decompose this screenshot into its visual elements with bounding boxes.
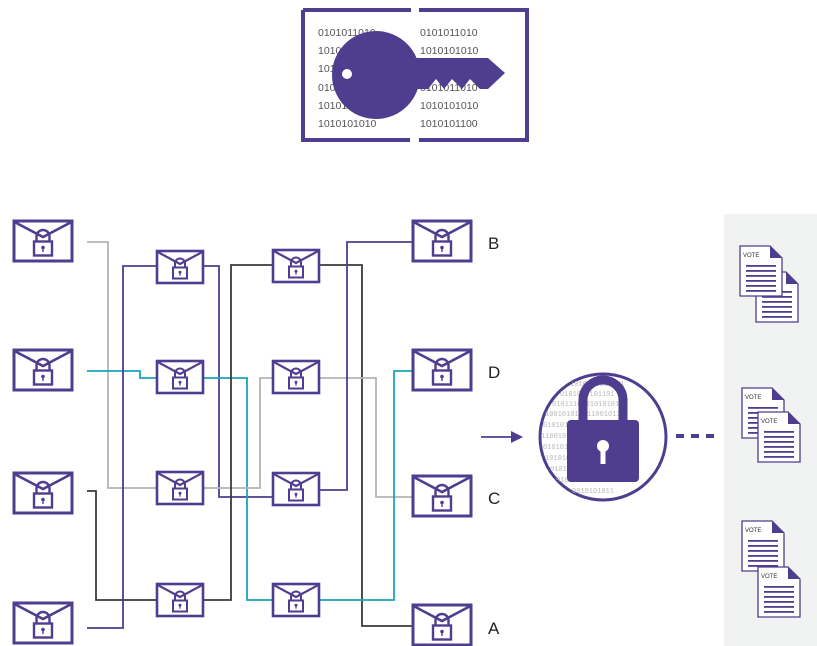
vote-doc-label-2a: VOTE — [745, 395, 761, 401]
key-binary-r0: 0101011010 — [420, 27, 478, 39]
mix-column-1 — [155, 249, 205, 618]
dashes — [676, 434, 714, 438]
vote-doc-2a: VOTE — [741, 387, 785, 439]
link-in4-m2a — [87, 265, 157, 629]
key-binary-r5: 1010101100 — [420, 118, 478, 130]
key-panel: 0101011010 1010101010 1010101010 0101011… — [301, 8, 529, 142]
link-m3c-outB — [319, 241, 413, 491]
vote-doc-pair-3: VOTE VOTE — [741, 520, 801, 618]
vote-doc-pair-1: VOTE — [739, 245, 799, 323]
mixnet-connections — [87, 241, 413, 629]
output-envelopes: B D C A — [411, 219, 500, 646]
vote-doc-pair-2: VOTE VOTE — [741, 387, 801, 463]
link-in1-m2c — [87, 241, 157, 489]
envelope-mix2-a — [271, 248, 321, 284]
lock-binary-10: 0010101011 — [572, 488, 614, 496]
key-binary-r4: 1010101010 — [420, 100, 479, 112]
vote-doc-2b: VOTE — [757, 411, 801, 463]
envelope-output-a — [411, 603, 473, 646]
envelope-input-4 — [12, 601, 74, 645]
link-m2c-m3b — [203, 377, 273, 489]
link-m3a-outA — [319, 264, 413, 627]
envelope-input-3 — [12, 471, 74, 515]
link-m3b-outC — [319, 377, 413, 498]
arrow-to-tally — [481, 431, 523, 443]
output-label-a: A — [488, 619, 500, 638]
vote-doc-label-2b: VOTE — [761, 419, 777, 425]
key-binary-r1: 1010101010 — [420, 45, 479, 57]
envelope-input-2 — [12, 348, 74, 392]
output-label-c: C — [488, 489, 500, 508]
vote-doc-label-1a: VOTE — [743, 253, 759, 259]
vote-panel: VOTE VOTE VOTE VOTE VOTE — [724, 214, 817, 646]
link-m3d-outD — [319, 370, 413, 601]
envelope-mix1-d — [155, 582, 205, 618]
encrypted-tally-lock: 1010110010101 0101010101101 010111010101… — [538, 372, 668, 502]
key-panel-frame — [301, 8, 529, 142]
envelope-mix2-d — [271, 582, 321, 618]
link-in2-m2b — [87, 370, 157, 379]
vote-doc-1a: VOTE — [739, 245, 783, 297]
envelope-mix2-c — [271, 471, 321, 507]
envelope-mix1-c — [155, 470, 205, 506]
envelope-output-d — [411, 348, 473, 392]
padlock-icon — [567, 375, 639, 482]
envelope-mix2-b — [271, 359, 321, 395]
envelope-mix1-a — [155, 249, 205, 285]
link-m2a-m3c — [203, 265, 273, 498]
vote-doc-label-3a: VOTE — [745, 528, 761, 534]
output-label-b: B — [488, 234, 499, 253]
link-m2d-m3a — [203, 264, 273, 601]
link-in3-m2d — [87, 490, 157, 601]
input-envelopes — [12, 219, 74, 645]
envelope-output-b — [411, 219, 473, 263]
envelope-output-c — [411, 474, 473, 518]
vote-doc-3a: VOTE — [741, 520, 785, 572]
key-binary-l5: 1010101010 — [318, 118, 377, 130]
key-icon — [332, 31, 505, 119]
vote-doc-3b: VOTE — [757, 566, 801, 618]
link-m2b-m3d — [203, 377, 273, 601]
envelope-mix1-b — [155, 359, 205, 395]
mix-column-2 — [271, 248, 321, 618]
output-label-d: D — [488, 363, 500, 382]
vote-doc-label-3b: VOTE — [761, 574, 777, 580]
envelope-input-1 — [12, 219, 74, 263]
